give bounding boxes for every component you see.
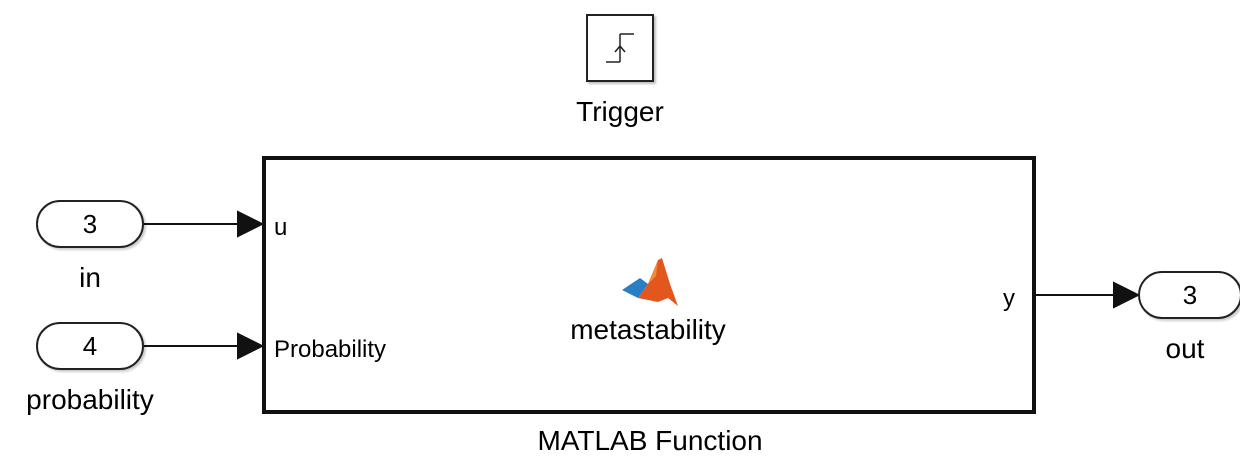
inport-number: 3 bbox=[82, 208, 98, 239]
trigger-label: Trigger bbox=[576, 96, 664, 127]
rising-edge-trigger-icon bbox=[606, 33, 634, 63]
function-name: metastability bbox=[570, 314, 726, 345]
inport-name: probability bbox=[26, 384, 154, 415]
input-port-label-u: u bbox=[274, 214, 288, 241]
outport-block-out[interactable]: 3 bbox=[1138, 271, 1240, 319]
arrowhead-y bbox=[1113, 281, 1141, 309]
block-label: MATLAB Function bbox=[537, 425, 763, 456]
outport-name: out bbox=[1165, 333, 1205, 364]
input-port-label-probability: Probability bbox=[274, 336, 387, 363]
matlab-logo-icon bbox=[622, 258, 678, 306]
inport-block-probability[interactable]: 4 bbox=[36, 322, 144, 370]
arrowhead-probability bbox=[237, 332, 265, 360]
arrowhead-u bbox=[237, 210, 265, 238]
outport-number: 3 bbox=[1182, 279, 1198, 310]
inport-number: 4 bbox=[82, 330, 98, 361]
inport-name: in bbox=[79, 262, 101, 293]
trigger-block[interactable] bbox=[586, 14, 654, 82]
output-port-label-y: y bbox=[1003, 285, 1015, 312]
inport-block-in[interactable]: 3 bbox=[36, 200, 144, 248]
